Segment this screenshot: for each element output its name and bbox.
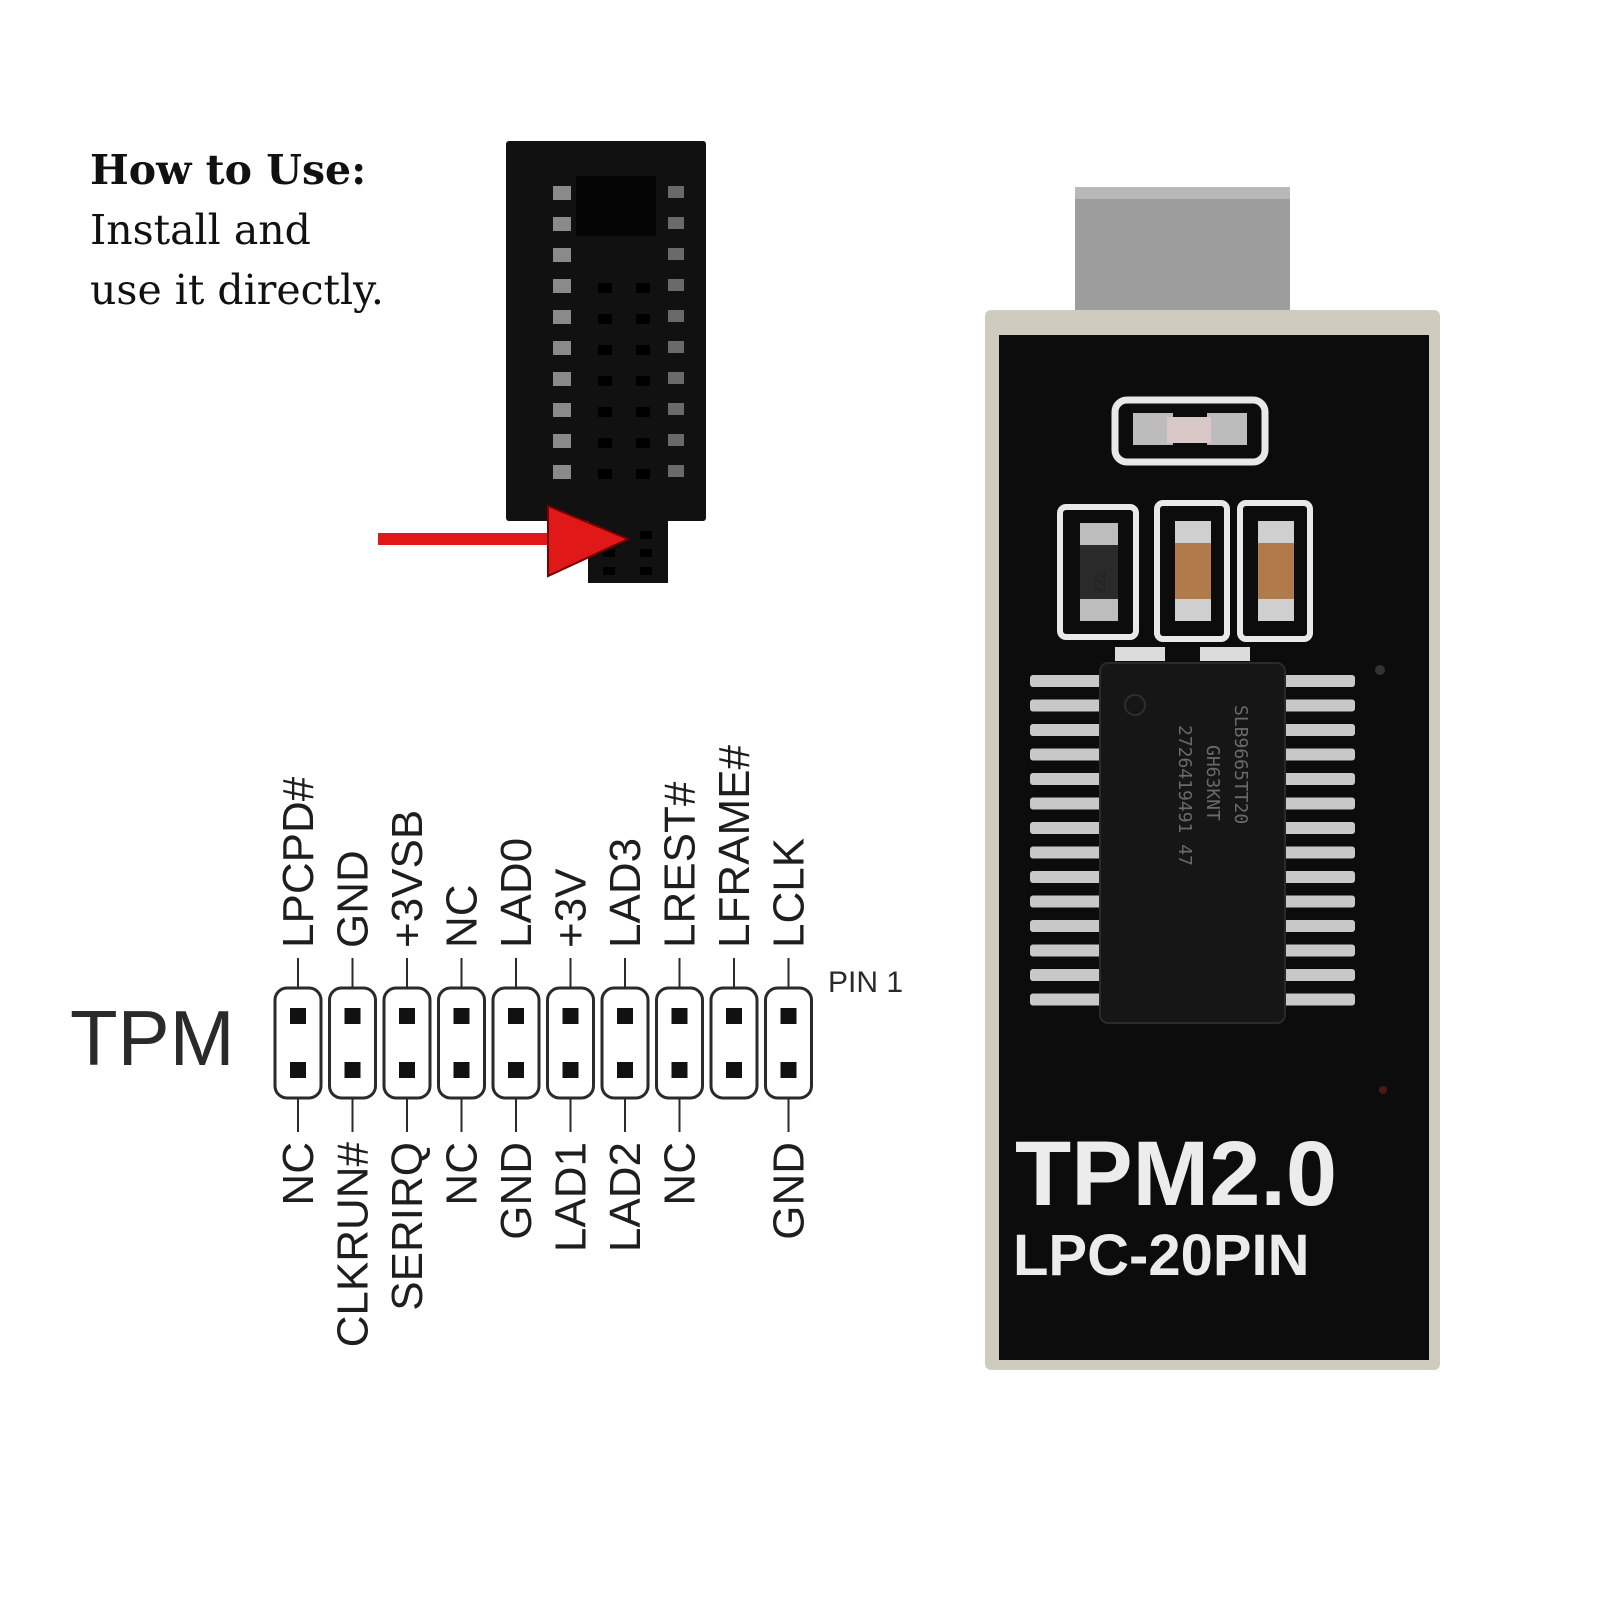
pin-dot <box>671 1008 688 1024</box>
tpm-board: 222 SLB9665TT20 GH63KNT 2726419491 47 TP… <box>985 187 1440 1370</box>
pin-dot <box>780 1062 797 1078</box>
resistor-marking: 222 <box>1094 572 1109 595</box>
pin-column: GND CLKRUN# <box>328 850 378 1347</box>
pin-dot <box>562 1062 579 1078</box>
pin-dot <box>453 1062 470 1078</box>
chip-marking: 2726419491 47 <box>1174 725 1195 866</box>
pin-dot <box>453 1008 470 1024</box>
pin-dot <box>290 1008 306 1024</box>
pin-column: LCLK GND <box>764 838 814 1240</box>
pin-dot <box>726 1008 742 1024</box>
board-subtitle: LPC-20PIN <box>1013 1223 1310 1288</box>
pin-label-bottom: NC <box>274 1142 323 1206</box>
pin-label-top: +3VSB <box>383 810 432 948</box>
pin-label-top: LREST# <box>656 781 705 948</box>
pin-dot <box>508 1062 524 1078</box>
tpm-chip: SLB9665TT20 GH63KNT 2726419491 47 <box>1030 662 1355 1024</box>
pin-label-top: LPCPD# <box>274 776 323 948</box>
pin-columns: LPCPD#NCGNDCLKRUN#+3VSBSERIRQNCNCLAD0GND… <box>273 745 814 1347</box>
pin-label-bottom: GND <box>765 1142 814 1240</box>
pin-dot <box>399 1062 415 1078</box>
instructions-line: Install and <box>90 206 311 254</box>
pin-label-top: GND <box>329 850 378 948</box>
pin-column: LREST# NC <box>655 781 705 1206</box>
pin1-label: PIN 1 <box>828 966 903 999</box>
pinout-diagram: TPM PIN 1 LPCPD#NCGNDCLKRUN#+3VSBSERIRQN… <box>70 745 903 1348</box>
pin-dot <box>562 1008 579 1024</box>
resistor: 222 <box>1057 504 1139 640</box>
pin-dot <box>780 1008 797 1024</box>
chip-marking: GH63KNT <box>1202 745 1223 821</box>
pin-column: LPCPD# NC <box>273 776 323 1206</box>
pin-label-top: LCLK <box>765 838 814 948</box>
led <box>1111 396 1269 466</box>
instructions: How to Use: Install and use it directly. <box>90 140 384 320</box>
metal-tab <box>1075 187 1290 317</box>
red-arrow-icon <box>378 504 631 578</box>
pin-label-top: LAD3 <box>601 838 650 948</box>
instructions-title: How to Use: <box>90 146 367 194</box>
board-title: TPM2.0 <box>1015 1123 1337 1225</box>
pin-dot <box>508 1008 524 1024</box>
pin-label-bottom: NC <box>656 1142 705 1206</box>
capacitor <box>1237 500 1313 642</box>
pin-label-top: LFRAME# <box>710 745 759 948</box>
pin-dot <box>399 1008 415 1024</box>
pin-label-top: NC <box>438 884 487 948</box>
chip-marking: SLB9665TT20 <box>1230 705 1251 824</box>
capacitor <box>1154 500 1230 642</box>
pin-dot <box>290 1062 306 1078</box>
pin-dot <box>671 1062 688 1078</box>
pin-dot <box>344 1008 361 1024</box>
pin-label-bottom: SERIRQ <box>383 1142 432 1311</box>
pin-label-bottom: GND <box>492 1142 541 1240</box>
pin-label-bottom: NC <box>438 1142 487 1206</box>
pin-dot <box>726 1062 742 1078</box>
pin-dot <box>617 1062 633 1078</box>
pin-label-bottom: LAD1 <box>547 1142 596 1252</box>
connector-key <box>576 176 656 236</box>
pin-column: NC NC <box>437 884 487 1206</box>
connector-photo <box>378 141 706 583</box>
pin-label-top: +3V <box>547 868 596 948</box>
connector-pins <box>553 186 684 575</box>
pin-label-bottom: CLKRUN# <box>329 1141 378 1347</box>
pin-dot <box>617 1008 633 1024</box>
pin-label-bottom: LAD2 <box>601 1142 650 1252</box>
pin-column: +3VSB SERIRQ <box>382 810 432 1311</box>
header-label: TPM <box>70 994 235 1082</box>
pin-column: +3V LAD1 <box>546 868 596 1252</box>
instructions-line: use it directly. <box>90 266 384 314</box>
pin-label-top: LAD0 <box>492 838 541 948</box>
pin-dot <box>344 1062 361 1078</box>
pin-column: LFRAME# <box>709 745 759 1100</box>
